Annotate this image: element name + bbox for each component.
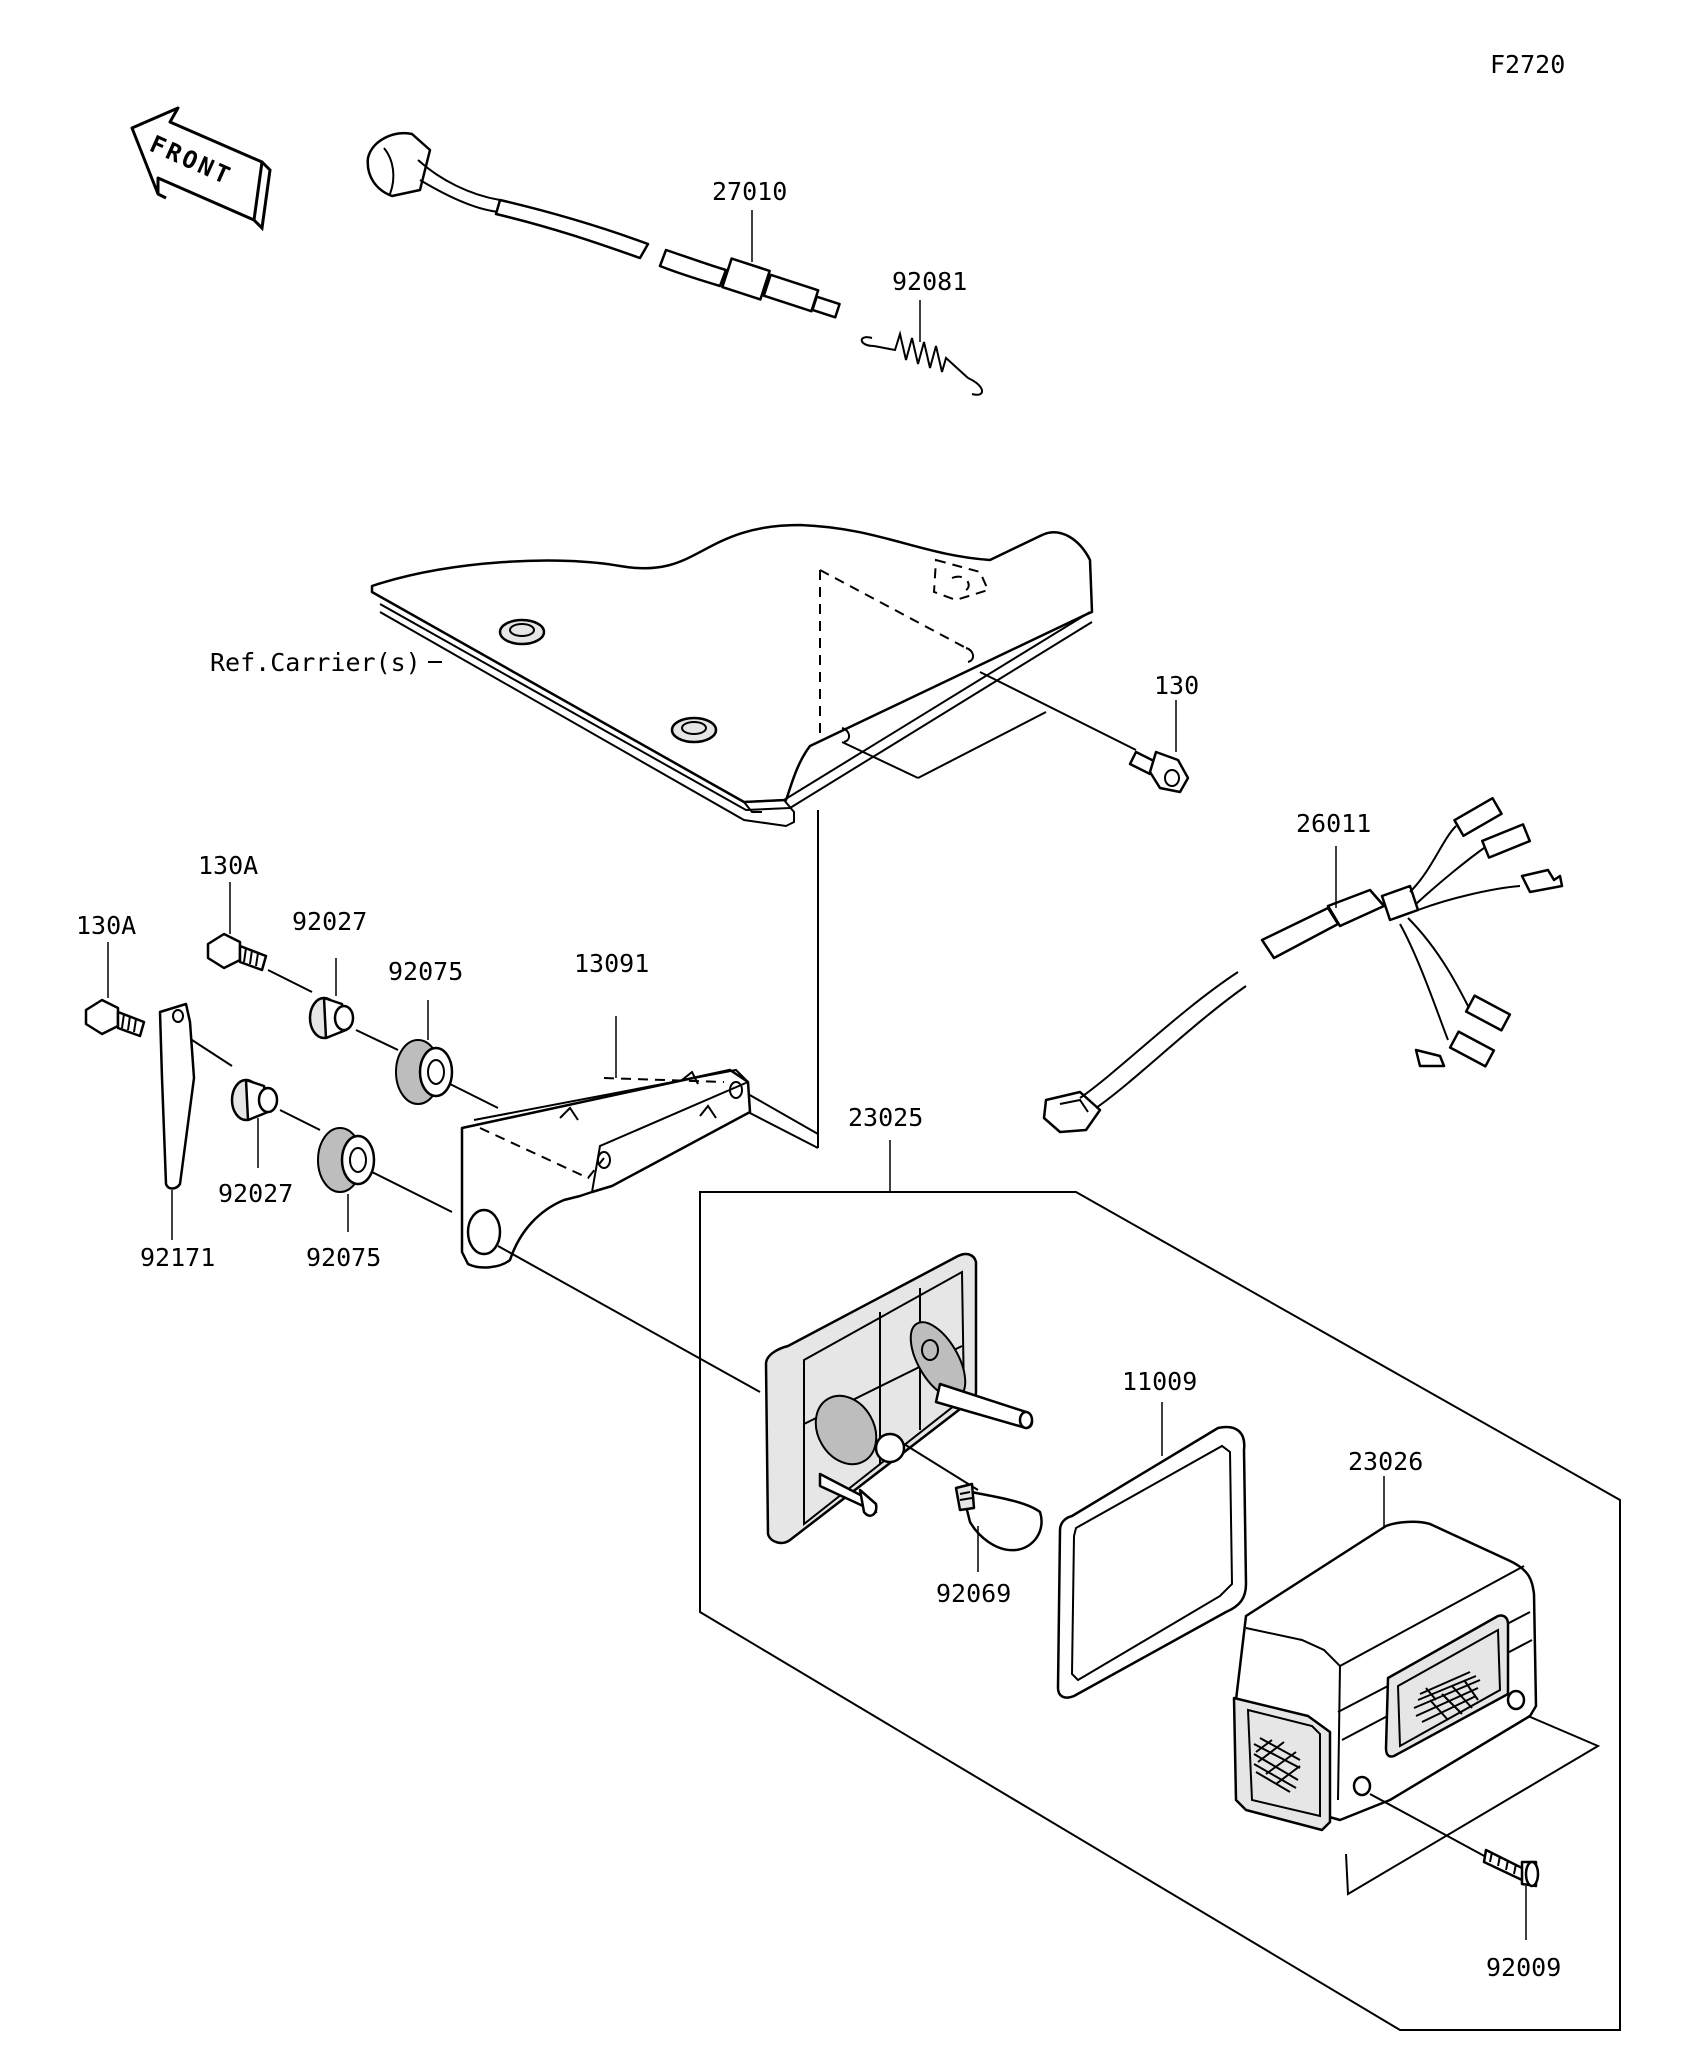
carrier-reference-part: [370, 523, 1094, 828]
lamp-base-part: [764, 1252, 1034, 1545]
part-label-92171: 92171: [140, 1243, 215, 1272]
part-label-92069: 92069: [936, 1579, 1011, 1608]
brake-switch-part: [366, 131, 841, 319]
part-label-11009: 11009: [1122, 1367, 1197, 1396]
grommet-92075-bottom-part: [317, 1127, 376, 1193]
grommet-92075-top-part: [395, 1039, 454, 1105]
part-label-23026: 23026: [1348, 1447, 1423, 1476]
assembly-23025-outline: [699, 1191, 1621, 2031]
part-label-130A-left: 130A: [76, 911, 136, 940]
collar-92027-bottom-part: [230, 1078, 279, 1122]
figure-code: F2720: [1490, 50, 1565, 79]
bolt-130a-top-part: [206, 932, 268, 972]
part-label-27010: 27010: [712, 177, 787, 206]
screw-92009-part: [1482, 1848, 1540, 1888]
part-label-26011: 26011: [1296, 809, 1371, 838]
plate-92171-part: [158, 1002, 196, 1190]
wire-harness-part: [1042, 796, 1564, 1134]
collar-92027-top-part: [308, 996, 355, 1040]
front-arrow-icon: FRONT: [130, 106, 272, 232]
bulb-92069-part: [874, 1432, 1043, 1552]
part-label-23025: 23025: [848, 1103, 923, 1132]
reference-label: Ref.Carrier(s): [210, 648, 421, 677]
part-label-13091: 13091: [574, 949, 649, 978]
spring-part: [860, 330, 983, 396]
bolt-130a-left-part: [84, 998, 146, 1038]
part-label-92027-top: 92027: [292, 907, 367, 936]
gasket-11009-part: [1056, 1425, 1248, 1699]
bracket-13091-part: [460, 1068, 752, 1269]
part-label-92075-bottom: 92075: [306, 1243, 381, 1272]
part-label-92027-bottom: 92027: [218, 1179, 293, 1208]
part-label-92009: 92009: [1486, 1953, 1561, 1982]
bolt-130-part: [1128, 750, 1190, 794]
part-label-130: 130: [1154, 671, 1199, 700]
part-label-130A-top: 130A: [198, 851, 258, 880]
lens-23026-part: [1232, 1520, 1601, 1896]
part-label-92075-top: 92075: [388, 957, 463, 986]
part-label-92081: 92081: [892, 267, 967, 296]
